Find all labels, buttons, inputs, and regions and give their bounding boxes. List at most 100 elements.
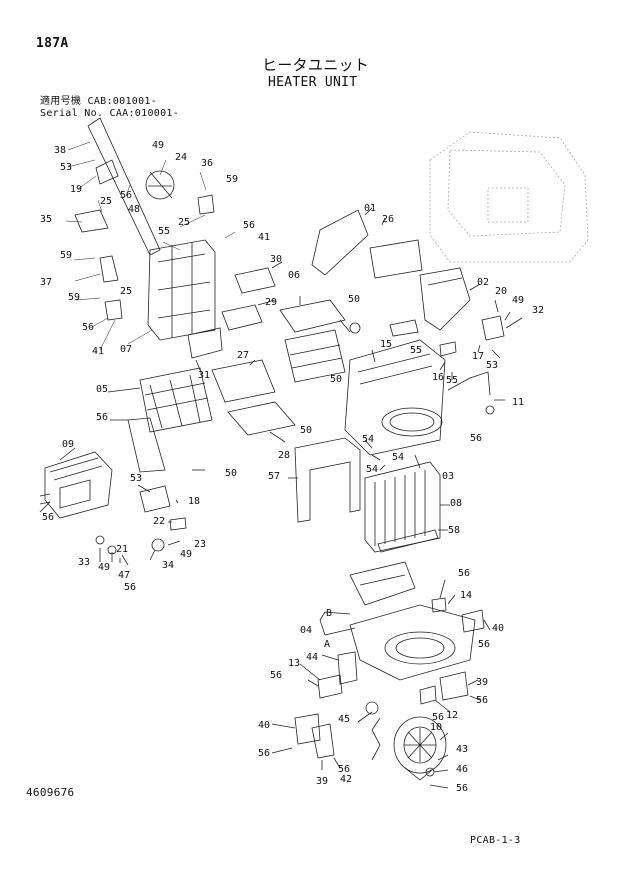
part-callout-38: 38: [54, 145, 66, 156]
part-callout-32: 32: [532, 305, 544, 316]
part-callout-41: 41: [92, 346, 104, 357]
part-callout-12: 12: [446, 710, 458, 721]
title-japanese: ヒータユニット: [262, 56, 370, 74]
part-callout-21: 21: [116, 544, 128, 555]
part-callout-28: 28: [278, 450, 290, 461]
part-callout-56: 56: [456, 783, 468, 794]
part-callout-49: 49: [180, 549, 192, 560]
heater-housing-05: [107, 367, 213, 473]
part-callout-59: 59: [68, 292, 80, 303]
part-callout-42: 42: [340, 774, 352, 785]
part-callout-48: 48: [128, 204, 140, 215]
heater-core-09: [39, 447, 113, 519]
part-callout-34: 34: [162, 560, 174, 571]
part-callout-06: 06: [288, 270, 300, 281]
part-callout-41: 41: [258, 232, 270, 243]
part-callout-09: 09: [62, 439, 74, 450]
blower-case-04: [319, 561, 476, 681]
part-callout-55: 55: [158, 226, 170, 237]
part-callout-56: 56: [243, 220, 255, 231]
part-callout-08: 08: [450, 498, 462, 509]
part-callout-49: 49: [152, 140, 164, 151]
part-callout-56: 56: [270, 670, 282, 681]
part-callout-50: 50: [330, 374, 342, 385]
part-callout-27: 27: [237, 350, 249, 361]
leader-lines-upper-left: [65, 141, 236, 351]
part-callout-35: 35: [40, 214, 52, 225]
part-callout-16: 16: [432, 372, 444, 383]
part-callout-56: 56: [42, 512, 54, 523]
part-callout-46: 46: [456, 764, 468, 775]
part-callout-56: 56: [458, 568, 470, 579]
part-callout-37: 37: [40, 277, 52, 288]
filter-plates: [187, 261, 283, 371]
part-callout-25: 25: [100, 196, 112, 207]
part-callout-40: 40: [492, 623, 504, 634]
part-callout-04: 04: [300, 625, 312, 636]
part-callout-25: 25: [120, 286, 132, 297]
part-callout-59: 59: [60, 250, 72, 261]
blower-motor-10: [365, 701, 449, 789]
part-callout-23: 23: [194, 539, 206, 550]
page-code: 187A: [36, 36, 69, 51]
brackets-lower-left: [271, 711, 373, 770]
part-callout-49: 49: [98, 562, 110, 573]
part-callout-18: 18: [188, 496, 200, 507]
drawing-number: 4609676: [26, 786, 75, 799]
duct-02: [419, 267, 481, 331]
mode-actuator-lower: [95, 469, 205, 566]
part-callout-56: 56: [478, 639, 490, 650]
center-duct-parts: [211, 296, 376, 443]
part-callout-39: 39: [316, 776, 328, 787]
part-callout-56: 56: [432, 712, 444, 723]
part-callout-02: 02: [477, 277, 489, 288]
actuator-right: [389, 299, 523, 415]
part-callout-56: 56: [120, 190, 132, 201]
part-callout-50: 50: [300, 425, 312, 436]
serial-line-1: 適用号機 CAB:001001-: [40, 96, 158, 107]
part-callout-56: 56: [470, 433, 482, 444]
part-callout-05: 05: [96, 384, 108, 395]
part-callout-29: 29: [265, 297, 277, 308]
brackets-right-lower: [419, 609, 491, 713]
part-callout-40: 40: [258, 720, 270, 731]
part-callout-49: 49: [512, 295, 524, 306]
callout-labels: 3853194924564836593525592555564137592556…: [40, 140, 544, 794]
part-callout-25: 25: [178, 217, 190, 228]
part-callout-19: 19: [70, 184, 82, 195]
part-callout-26: 26: [382, 214, 394, 225]
part-callout-47: 47: [118, 570, 130, 581]
cab-outline: [429, 131, 589, 263]
part-callout-56: 56: [124, 582, 136, 593]
part-callout-A: A: [324, 639, 330, 650]
upper-duct-01: [311, 207, 423, 279]
part-callout-43: 43: [456, 744, 468, 755]
part-callout-10: 10: [430, 722, 442, 733]
section-code: PCAB-1-3: [470, 835, 521, 846]
serial-line-2: Serial No. CAA:010001-: [40, 108, 180, 119]
part-callout-56: 56: [96, 412, 108, 423]
part-callout-53: 53: [130, 473, 142, 484]
part-callout-33: 33: [78, 557, 90, 568]
part-callout-03: 03: [442, 471, 454, 482]
part-callout-30: 30: [270, 254, 282, 265]
part-callout-50: 50: [225, 468, 237, 479]
part-callout-55: 55: [410, 345, 422, 356]
part-callout-54: 54: [392, 452, 404, 463]
part-callout-11: 11: [512, 397, 524, 408]
part-callout-07: 07: [120, 344, 132, 355]
part-callout-17: 17: [472, 351, 484, 362]
part-callout-58: 58: [448, 525, 460, 536]
part-callout-56: 56: [476, 695, 488, 706]
part-callout-57: 57: [268, 471, 280, 482]
part-callout-01: 01: [364, 203, 376, 214]
part-callout-14: 14: [460, 590, 472, 601]
part-callout-55: 55: [446, 375, 458, 386]
part-callout-15: 15: [380, 339, 392, 350]
part-callout-24: 24: [175, 152, 187, 163]
part-callout-36: 36: [201, 158, 213, 169]
heater-frame-left: [147, 239, 216, 341]
part-callout-31: 31: [198, 370, 210, 381]
part-callout-56: 56: [82, 322, 94, 333]
